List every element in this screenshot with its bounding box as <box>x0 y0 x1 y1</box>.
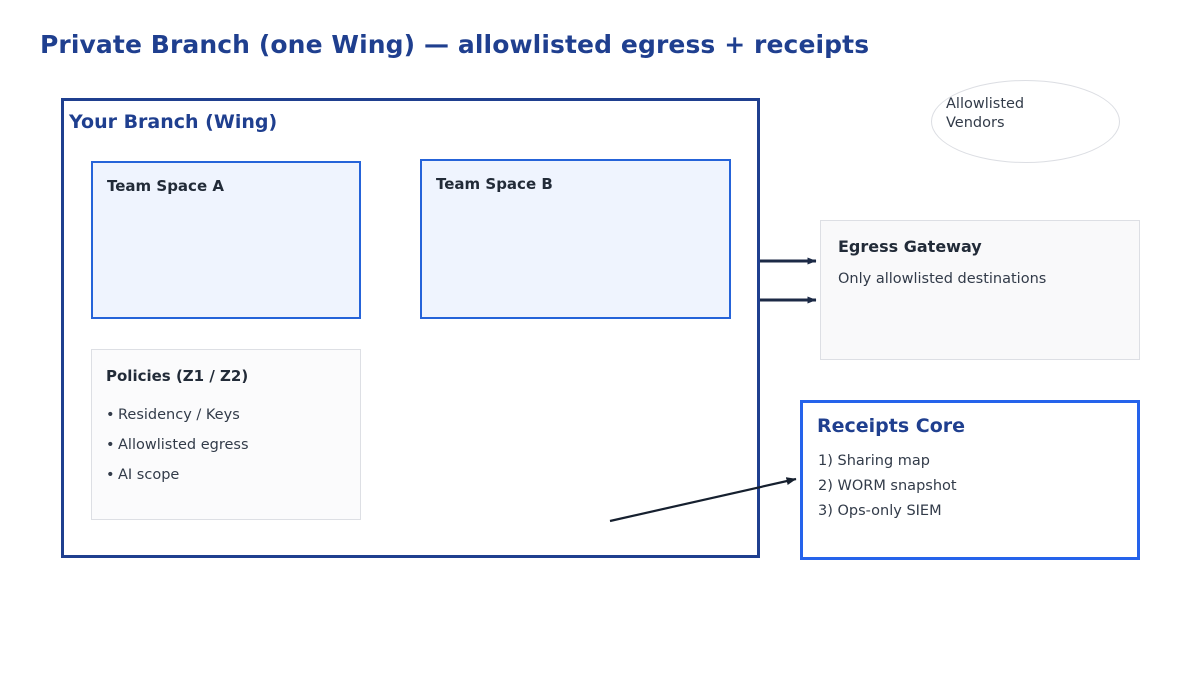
allowlisted-vendors-label: Allowlisted Vendors <box>946 96 1025 131</box>
team-space-b-label: Team Space B <box>436 175 553 193</box>
allowlisted-vendors-ellipse[interactable]: Allowlisted Vendors <box>931 80 1120 163</box>
egress-gateway-card[interactable]: Egress Gateway Only allowlisted destinat… <box>820 220 1140 360</box>
list-item: AI scope <box>106 460 249 490</box>
egress-gateway-title: Egress Gateway <box>838 237 982 256</box>
team-space-a-label: Team Space A <box>107 177 224 195</box>
policies-list: Residency / Keys Allowlisted egress AI s… <box>106 400 249 490</box>
egress-gateway-subtitle: Only allowlisted destinations <box>838 271 1047 287</box>
list-item: 3) Ops-only SIEM <box>818 503 942 519</box>
policies-title: Policies (Z1 / Z2) <box>106 367 249 385</box>
list-item: Residency / Keys <box>106 400 249 430</box>
team-space-b-box[interactable]: Team Space B <box>420 159 731 319</box>
list-item: 2) WORM snapshot <box>818 478 957 494</box>
list-item: 1) Sharing map <box>818 453 930 469</box>
receipts-core-list: 1) Sharing map 2) WORM snapshot 3) Ops-o… <box>818 449 957 524</box>
page-title: Private Branch (one Wing) — allowlisted … <box>40 30 870 59</box>
policies-card[interactable]: Policies (Z1 / Z2) Residency / Keys Allo… <box>91 349 361 520</box>
branch-title: Your Branch (Wing) <box>69 111 278 133</box>
team-space-a-box[interactable]: Team Space A <box>91 161 361 319</box>
list-item: Allowlisted egress <box>106 430 249 460</box>
receipts-core-title: Receipts Core <box>817 415 966 437</box>
receipts-core-card[interactable]: Receipts Core 1) Sharing map 2) WORM sna… <box>800 400 1140 560</box>
